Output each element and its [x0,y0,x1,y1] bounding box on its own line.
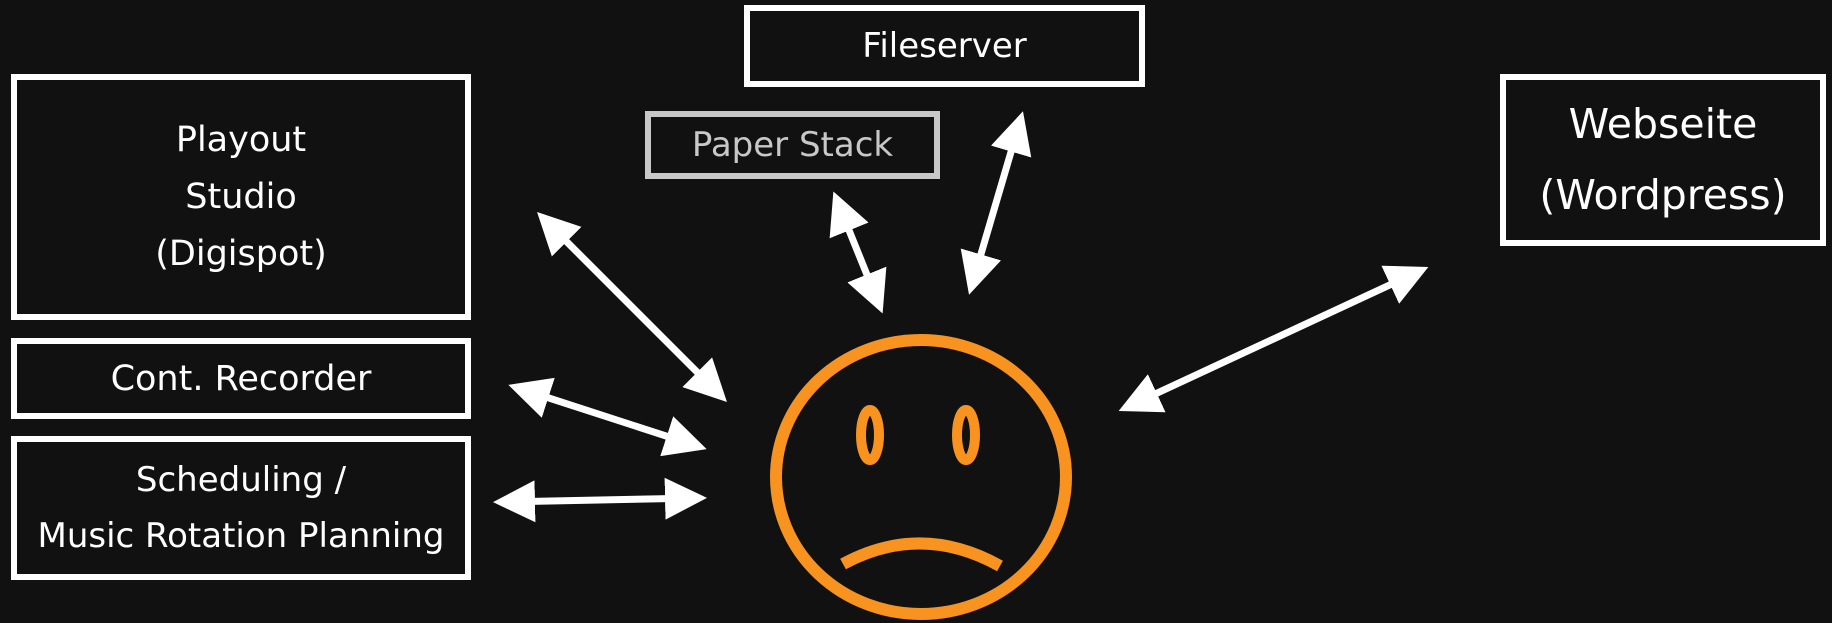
arrow-scheduling-center [493,477,707,523]
face-outline [770,334,1072,620]
cont-recorder-box: Cont. Recorder [11,338,471,419]
arrow-website-center [1118,265,1429,413]
sad-face-icon [770,334,1072,620]
left-eye [856,405,884,465]
website-line-2: (Wordpress) [1539,171,1787,219]
paper-stack-label: Paper Stack [691,125,894,165]
arrow-paperstack-center [829,191,887,314]
playout-studio-box: Playout Studio (Digispot) [11,74,471,320]
scheduling-box: Scheduling / Music Rotation Planning [11,436,471,580]
fileserver-box: Fileserver [744,5,1145,87]
right-eye [952,405,980,465]
paper-stack-box: Paper Stack [645,111,940,179]
playout-line-1: Playout [175,119,307,160]
frown-mouth [840,537,1003,572]
website-box: Webseite (Wordpress) [1500,74,1826,246]
arrow-playout-center [537,212,727,402]
scheduling-line-1: Scheduling / [135,460,347,500]
playout-line-2: Studio [185,176,297,217]
fileserver-label: Fileserver [862,26,1027,66]
playout-line-3: (Digispot) [155,233,327,274]
website-line-1: Webseite [1568,100,1758,148]
recorder-label: Cont. Recorder [110,358,372,399]
arrow-fileserver-center [960,111,1032,295]
scheduling-line-2: Music Rotation Planning [37,516,445,556]
arrow-recorder-center [508,377,707,457]
